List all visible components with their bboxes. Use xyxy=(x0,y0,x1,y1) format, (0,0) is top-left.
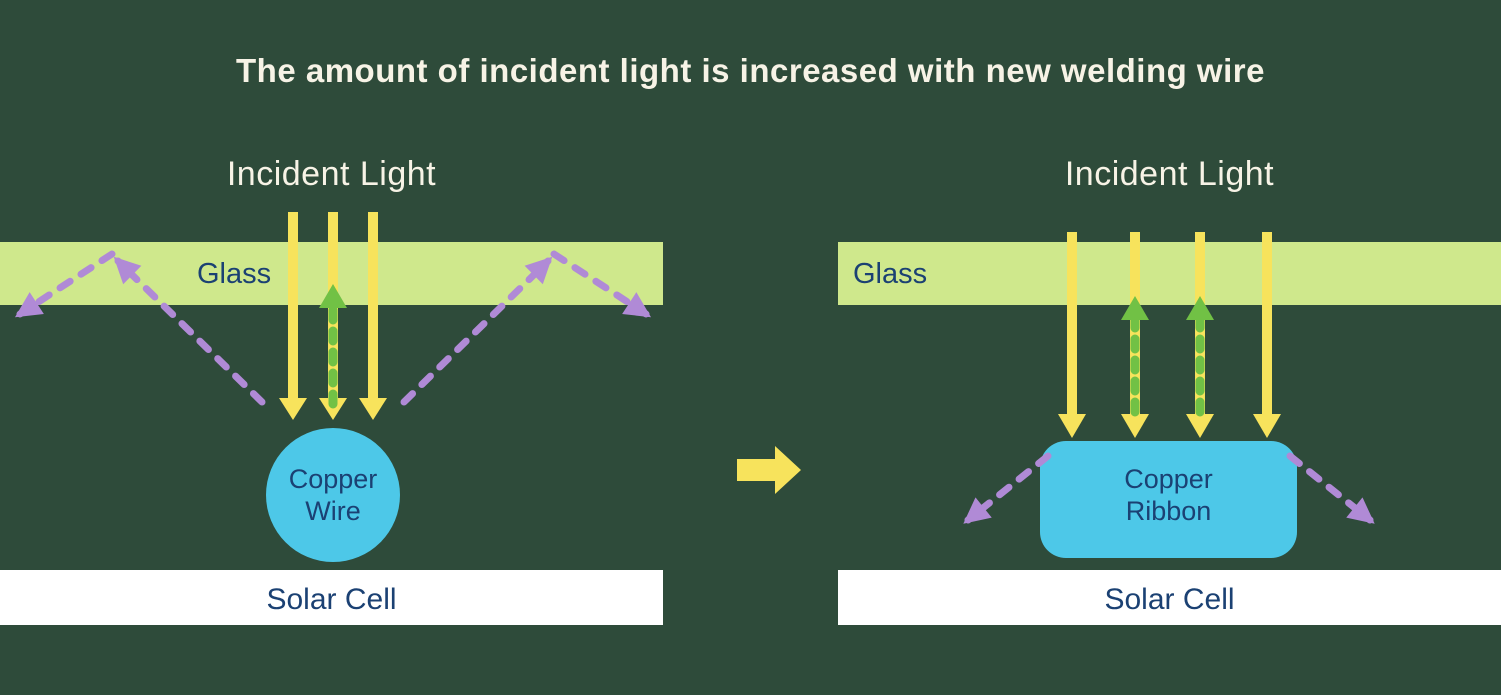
down-arrow-icon xyxy=(319,398,347,420)
glass-band-right xyxy=(838,242,1501,305)
down-arrow-icon xyxy=(279,398,307,420)
copper-ribbon-label: Copper Ribbon xyxy=(1040,463,1297,527)
solar-cell-right xyxy=(838,570,1501,625)
up-arrow-icon xyxy=(1186,296,1214,320)
down-arrow-icon xyxy=(1186,414,1214,438)
copper-ribbon-label-line2: Ribbon xyxy=(1125,496,1212,526)
returned-rays-right xyxy=(1121,296,1214,417)
solar-cell-label-right: Solar Cell xyxy=(1104,583,1235,616)
transition-right-arrow-icon xyxy=(737,446,801,494)
incident-light-label-right: Incident Light xyxy=(1064,155,1275,193)
up-arrow-icon xyxy=(1121,296,1149,320)
down-arrow-icon xyxy=(359,398,387,420)
copper-wire-shape xyxy=(266,428,400,562)
copper-wire-label-line1: Copper xyxy=(288,464,378,494)
down-arrow-icon xyxy=(1058,414,1086,438)
glass-label-left: Glass xyxy=(197,258,272,290)
down-arrow-icon xyxy=(1253,414,1281,438)
diagram-title: The amount of incident light is increase… xyxy=(236,52,1265,89)
copper-wire-label: Copper Wire xyxy=(253,463,413,527)
copper-wire-label-line2: Wire xyxy=(305,496,361,526)
solar-cell-left xyxy=(0,570,663,625)
incident-light-label-left: Incident Light xyxy=(226,155,437,193)
returned-ray-left xyxy=(319,284,347,409)
reflected-rays-right xyxy=(963,452,1375,524)
down-arrow-icon xyxy=(1121,414,1149,438)
copper-ribbon-shape xyxy=(1040,441,1297,558)
copper-ribbon-label-line1: Copper xyxy=(1124,464,1213,494)
reflected-rays-left xyxy=(14,250,652,406)
up-arrow-icon xyxy=(319,284,347,308)
solar-cell-label-left: Solar Cell xyxy=(266,583,397,616)
glass-label-right: Glass xyxy=(853,258,928,290)
